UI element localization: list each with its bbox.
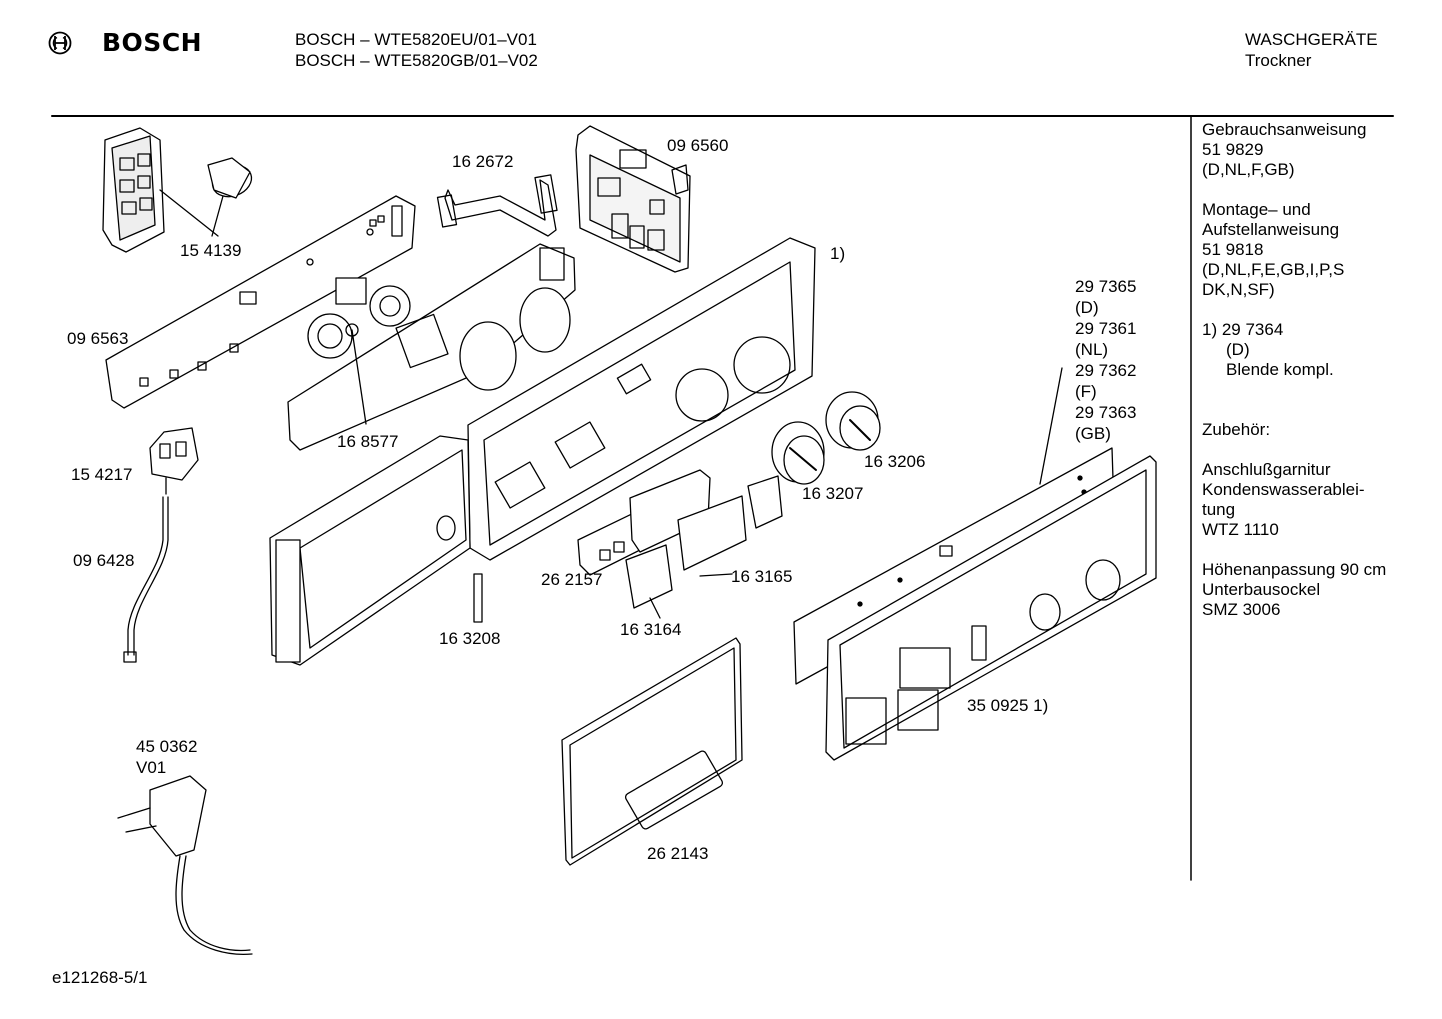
drawing-id: e121268-5/1 [52,968,148,987]
accessory-1-line-3: tung [1202,500,1236,519]
label-154217: 15 4217 [71,465,133,484]
manual-number: 51 9829 [1202,140,1264,159]
label-v01: V01 [136,758,167,777]
variant-label-8: (GB) [1075,424,1111,443]
label-163207: 16 3207 [802,484,864,503]
part-162672-drawing [436,174,558,237]
accessory-2-line-3: SMZ 3006 [1202,600,1281,619]
label-163208: 16 3208 [439,629,501,648]
manual-languages: (D,NL,F,GB) [1202,160,1295,179]
variant-label-2: (D) [1075,298,1099,317]
subcategory-title: Trockner [1245,51,1312,70]
brand-name: BOSCH [102,28,203,57]
accessory-2-line-1: Höhenanpassung 90 cm [1202,560,1387,579]
install-title-1: Montage– und [1202,200,1311,219]
install-number: 51 9818 [1202,240,1264,259]
label-163165: 16 3165 [731,567,793,586]
label-262157: 26 2157 [541,570,603,589]
category-title: WASCHGERÄTE [1245,30,1378,49]
label-168577: 16 8577 [337,432,399,451]
accessories-title: Zubehör: [1202,420,1271,439]
switch-modules-drawing [577,469,783,619]
note-language: (D) [1226,340,1250,359]
label-096428: 09 6428 [73,551,135,570]
label-163164: 16 3164 [620,620,682,639]
label-154139: 15 4139 [180,241,242,260]
part-262143-drawing [561,637,743,866]
variant-label-1: 29 7365 [1075,277,1137,296]
sidebar-notes: Gebrauchsanweisung 51 9829 (D,NL,F,GB) M… [1202,120,1386,620]
label-ref-1: 1) [830,244,846,263]
label-262143: 26 2143 [647,844,709,863]
part-450362-drawing [117,775,253,956]
label-163206: 16 3206 [864,452,926,471]
part-096428-drawing [123,496,169,663]
part-096560-drawing [575,125,691,273]
part-163207-drawing [771,421,825,485]
variant-label-5: 29 7362 [1075,361,1137,380]
label-096563: 09 6563 [67,329,129,348]
model-line-2: BOSCH – WTE5820GB/01–V02 [295,51,538,70]
install-languages-1: (D,NL,F,E,GB,I,P,S [1202,260,1345,279]
model-line-1: BOSCH – WTE5820EU/01–V01 [295,30,537,49]
bosch-logo-icon [48,31,72,60]
part-350925-drawing [825,455,1157,761]
variant-label-6: (F) [1075,382,1097,401]
accessory-1-line-2: Kondenswasserablei- [1202,480,1365,499]
manual-title: Gebrauchsanweisung [1202,120,1367,139]
install-title-2: Aufstellanweisung [1202,220,1340,239]
accessory-2-line-2: Unterbausockel [1202,580,1321,599]
part-163206-drawing [825,391,881,451]
part-096563-drawing [105,195,416,409]
label-450362: 45 0362 [136,737,198,756]
label-162672: 16 2672 [452,152,514,171]
label-350925: 35 0925 1) [967,696,1049,715]
note-ref: 1) 29 7364 [1202,320,1284,339]
part-154139-drawing [102,127,253,253]
part-168577-drawing [287,243,576,451]
label-096560: 09 6560 [667,136,729,155]
variant-label-3: 29 7361 [1075,319,1137,338]
part-154217-drawing [149,427,199,495]
accessory-1-line-1: Anschlußgarnitur [1202,460,1331,479]
accessory-1-line-4: WTZ 1110 [1202,520,1279,539]
part-163208-drawing [473,573,483,623]
variant-label-4: (NL) [1075,340,1109,359]
variant-label-7: 29 7363 [1075,403,1137,422]
note-description: Blende kompl. [1226,360,1334,379]
panel-frame-drawing [269,237,816,666]
install-languages-2: DK,N,SF) [1202,280,1275,299]
